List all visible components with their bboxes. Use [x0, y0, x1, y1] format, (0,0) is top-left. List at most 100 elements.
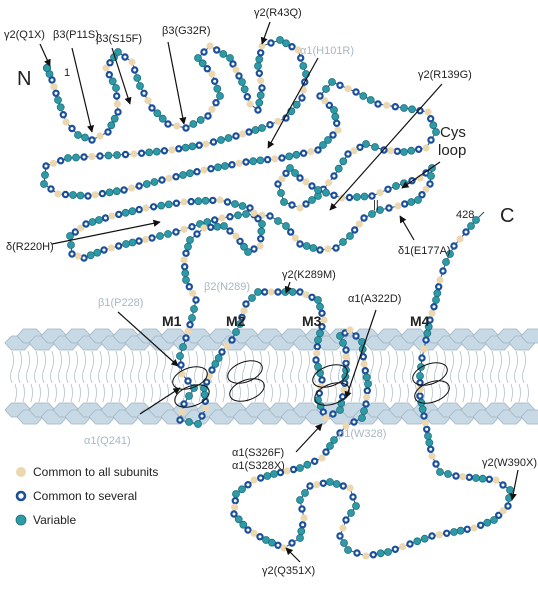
residue-variable — [213, 84, 222, 93]
residue-common-all — [274, 117, 282, 125]
residue-variable — [314, 296, 322, 304]
residue-common-several — [180, 263, 189, 271]
residue-common-several — [344, 150, 352, 158]
residue-common-several — [287, 228, 295, 236]
residue-common-several — [342, 516, 350, 524]
residue-variable — [114, 48, 122, 56]
residue-common-all — [322, 414, 330, 422]
residue-variable — [184, 242, 192, 251]
residue-common-several — [499, 481, 507, 489]
residue-common-several — [101, 214, 110, 222]
residue-variable — [256, 91, 265, 100]
residue-common-several — [261, 288, 269, 296]
lipid-bilayer — [4, 328, 538, 425]
residue-common-several — [428, 532, 436, 540]
residue-common-several — [368, 192, 376, 200]
residue-variable — [384, 548, 392, 556]
mutation-label-a1-s326f: α1(S326F) — [232, 447, 284, 459]
residue-variable — [107, 121, 116, 130]
residue-variable — [185, 392, 193, 400]
residue-variable — [456, 526, 465, 535]
lipid-tail — [474, 350, 481, 403]
residue-common-several — [210, 77, 219, 86]
residue-variable — [331, 112, 340, 121]
residue-variable — [360, 407, 368, 415]
legend-label-common-several: Common to several — [33, 489, 137, 503]
residue-common-several — [416, 392, 424, 400]
residue-common-all — [49, 159, 57, 167]
residue-common-all — [394, 202, 402, 210]
residue-common-several — [198, 412, 206, 420]
residue-common-all — [399, 543, 407, 551]
residue-common-all — [62, 118, 70, 126]
residue-common-several — [296, 174, 304, 182]
residue-variable — [258, 220, 266, 228]
residue-common-all — [321, 97, 329, 105]
residue-common-all — [346, 484, 354, 492]
lipid-tail — [130, 350, 137, 403]
lipid-tail — [426, 350, 433, 403]
residue-common-all — [294, 46, 302, 54]
residue-common-several — [443, 529, 451, 538]
residue-variable — [152, 147, 161, 156]
residue-variable — [66, 232, 74, 240]
residue-variable — [308, 196, 316, 204]
residue-common-several — [350, 418, 358, 426]
residue-common-several — [296, 240, 304, 248]
residue-variable — [133, 74, 142, 82]
mutation-label-g2-k289m: γ2(K289M) — [282, 269, 336, 281]
lipid-tail — [26, 350, 33, 403]
residue-variable — [467, 222, 475, 230]
residue-variable — [56, 103, 65, 112]
mutation-label-b3-g32r: β3(G32R) — [162, 25, 211, 37]
mutation-label-b1-p228: β1(P228) — [98, 297, 143, 309]
residue-common-several — [212, 46, 221, 54]
residue-common-several — [477, 521, 485, 530]
residue-common-several — [82, 220, 90, 228]
residue-common-several — [164, 120, 172, 128]
lipid-tail — [434, 350, 441, 403]
residue-common-several — [228, 160, 236, 169]
residue-variable — [483, 518, 492, 527]
residue-common-several — [485, 475, 493, 483]
residue-common-all — [208, 105, 216, 113]
lipid-tail — [82, 350, 89, 403]
residue-variable — [314, 336, 322, 344]
residue-variable — [433, 289, 442, 298]
residue-variable — [211, 360, 220, 368]
residue-variable — [194, 197, 203, 206]
cys-loop-label-line1: Cys — [440, 124, 466, 141]
residue-variable — [238, 78, 246, 86]
residue-common-all — [362, 552, 370, 560]
residue-variable — [322, 85, 330, 93]
residue-variable — [224, 134, 233, 142]
residue-common-all — [180, 198, 188, 206]
residue-variable — [157, 201, 166, 210]
residue-common-several — [57, 156, 65, 165]
residue-variable — [280, 198, 288, 206]
residue-common-several — [288, 201, 296, 209]
residue-variable — [179, 171, 187, 179]
residue-variable — [416, 372, 424, 380]
residue-variable — [303, 460, 312, 469]
residue-common-all — [102, 64, 110, 72]
legend-swatch-common-several — [15, 490, 27, 502]
residue-variable — [346, 232, 354, 240]
mutation-label-a1-q241: α1(Q241) — [84, 435, 131, 447]
lipid-tail — [98, 350, 105, 403]
residue-common-several — [318, 309, 326, 317]
residue-common-all — [74, 252, 82, 260]
residue-variable — [249, 157, 258, 166]
residue-common-all — [77, 224, 85, 232]
residue-common-several — [254, 106, 262, 114]
residue-variable — [190, 305, 198, 313]
residue-common-several — [339, 482, 347, 490]
residue-common-several — [193, 230, 201, 238]
lipid-tail — [226, 350, 233, 403]
residue-common-several — [362, 400, 370, 408]
residue-variable — [292, 150, 301, 159]
residue-variable — [226, 54, 234, 62]
residue-common-all — [499, 507, 507, 515]
residue-common-all — [50, 83, 58, 91]
residue-common-several — [299, 521, 307, 529]
